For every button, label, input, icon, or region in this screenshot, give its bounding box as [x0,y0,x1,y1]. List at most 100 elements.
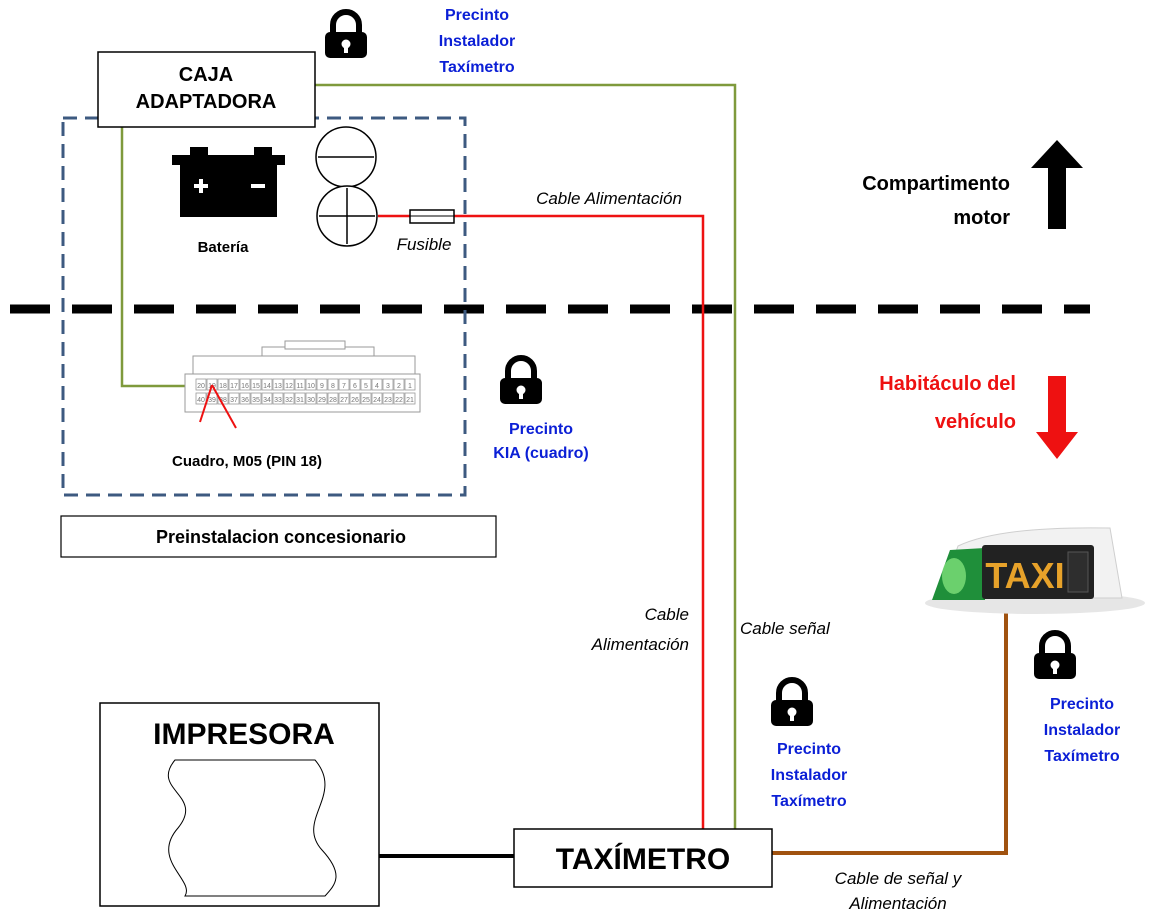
connector-pin [393,392,405,405]
cable-alimentacion-mid-label-2: Alimentación [591,635,689,654]
caja-label-2: ADAPTADORA [136,91,277,113]
connector-pin-number: 1 [408,383,412,390]
connector-pin [261,378,273,391]
connector-pin [283,378,295,391]
brown-wire [772,612,1008,855]
battery-icon [172,147,285,217]
seal-kia-label: Precinto KIA (cuadro) [493,421,588,462]
connector-pin [371,392,383,405]
connector-pin [382,392,394,405]
connector-pin [327,392,339,405]
svg-text:Taxímetro: Taxímetro [439,59,515,76]
connector-pin-number: 5 [364,383,368,390]
cable-alimentacion-mid-label-1: Cable [645,605,689,624]
connector-pin [404,392,416,405]
connector-pin [228,392,240,405]
connector-pin [382,378,394,391]
connector-pin-number: 36 [241,397,249,404]
svg-text:Precinto: Precinto [777,741,841,758]
connector-pin [239,378,251,391]
connector-pin [217,378,229,391]
up-arrow-icon [1031,140,1083,229]
connector-pin-number: 33 [274,397,282,404]
connector-pin-number: 9 [320,383,324,390]
svg-text:Instalador: Instalador [771,767,847,784]
connector-pin [338,392,350,405]
connector-pin-number: 10 [307,383,315,390]
connector-pin-number: 31 [296,397,304,404]
connector-pin-number: 12 [285,383,293,390]
connector-pin [371,378,383,391]
svg-text:Taxímetro: Taxímetro [1044,748,1120,765]
connector-pin-number: 24 [373,397,381,404]
green-signal-wire [315,83,737,829]
connector-pin-number: 26 [351,397,359,404]
connector-pin-number: 8 [331,383,335,390]
svg-text:Instalador: Instalador [439,33,515,50]
connector-pin [272,392,284,405]
connector-pin-number: 39 [208,397,216,404]
connector-pin [239,392,251,405]
connector-pin [272,378,284,391]
compartimento-label-2: motor [953,207,1010,229]
connector-pin-number: 30 [307,397,315,404]
connector-pin [250,378,262,391]
connector-pin [349,378,361,391]
compartimento-label-1: Compartimento [862,173,1010,195]
connector-pin [206,378,218,391]
down-arrow-icon [1036,376,1078,459]
impresora-label: IMPRESORA [153,718,335,751]
connector-pin-number: 17 [230,383,238,390]
connector-pin [404,378,416,391]
seal-top-label: Precinto Instalador Taxímetro [439,7,515,76]
svg-text:KIA (cuadro): KIA (cuadro) [493,445,588,462]
svg-text:Taxímetro: Taxímetro [771,793,847,810]
svg-text:Precinto: Precinto [1050,696,1114,713]
connector-pin-number: 15 [252,383,260,390]
connector-pin [250,392,262,405]
cable-senal-alim-label-1: Cable de señal y [835,869,963,888]
preinstalacion-label: Preinstalacion concesionario [156,527,406,547]
connector-pin [195,378,207,391]
svg-text:Precinto: Precinto [509,421,573,438]
habitaculo-label-1: Habitáculo del [879,373,1016,395]
connector-pin [338,378,350,391]
connector-pin-number: 40 [197,397,205,404]
connector-pin-number: 14 [263,383,271,390]
connector-pin-number: 4 [375,383,379,390]
connector-pin-number: 37 [230,397,238,404]
connector-pin-number: 29 [318,397,326,404]
red-power-wire-2 [454,214,705,829]
connector-pin-number: 35 [252,397,260,404]
connector-pin-number: 27 [340,397,348,404]
negative-terminal-icon [315,126,377,188]
connector-pin [316,378,328,391]
cuadro-label: Cuadro, M05 (PIN 18) [172,453,322,470]
connector-pin-number: 32 [285,397,293,404]
lock-icon-top [325,9,367,58]
connector-pin-number: 20 [197,383,205,390]
lock-icon-right [1034,630,1076,679]
paper-roll-icon [167,759,337,897]
connector-pin-number: 25 [362,397,370,404]
preinstalacion-box [60,515,497,558]
connector-pin [360,378,372,391]
connector-pin [305,378,317,391]
connector-pin-number: 23 [384,397,392,404]
taxi-sign-icon: TAXI [925,527,1145,614]
connector-pin [195,392,207,405]
connector-pin [305,392,317,405]
connector-pin-number: 22 [395,397,403,404]
connector-pin [349,392,361,405]
connector-pin [294,392,306,405]
cable-senal-label: Cable señal [740,619,831,638]
fuse-icon [409,209,455,224]
caja-label-1: CAJA [179,64,233,86]
habitaculo-label-2: vehículo [935,411,1016,433]
connector-pin [283,392,295,405]
connector-pin-number: 34 [263,397,271,404]
lock-icon-kia [500,355,542,404]
connector-pin [228,378,240,391]
connector-pin [294,378,306,391]
